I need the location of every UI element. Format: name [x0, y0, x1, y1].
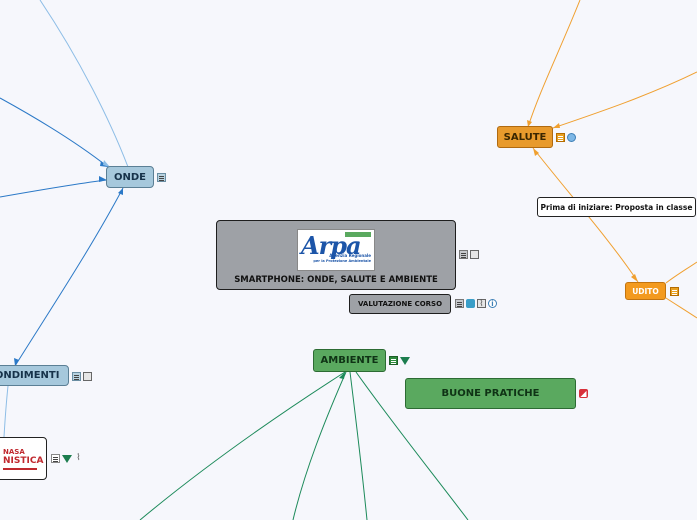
link-onde-left-lower [0, 179, 108, 198]
app-icon[interactable]: ◢ [579, 389, 588, 398]
buone-pratiche-icons: ◢ [579, 389, 588, 398]
arrowhead [527, 120, 532, 127]
arpa-logo: Arpa Agenzia Regionale per la Protezione… [297, 229, 375, 271]
attachment-icon[interactable]: ⌇ [477, 299, 486, 309]
link-ambiente-1 [139, 371, 346, 520]
link-condimenti-logo [3, 385, 9, 438]
note-icon[interactable] [157, 173, 166, 182]
prima-label: Prima di iniziare: Proposta in classe [540, 202, 693, 212]
central-title: SMARTPHONE: ONDE, SALUTE E AMBIENTE [234, 275, 438, 285]
info-icon[interactable]: i [488, 299, 497, 308]
salute-icons [556, 133, 576, 142]
logo-fragment-icons: ⌇ [51, 454, 83, 463]
condimenti-label: CONDIMENTI [0, 370, 60, 381]
arpa-logo-mark [345, 232, 371, 237]
users-icon[interactable] [466, 299, 475, 308]
buone-pratiche-label: BUONE PRATICHE [441, 388, 540, 399]
link-ambiente-3 [349, 371, 368, 520]
condimenti-node[interactable]: CONDIMENTI [0, 365, 69, 386]
central-icons [459, 250, 479, 259]
note-icon[interactable] [670, 287, 679, 296]
ambiente-node[interactable]: AMBIENTE [313, 349, 386, 372]
arrowhead [553, 123, 560, 128]
arrowhead [118, 188, 123, 195]
ambiente-label: AMBIENTE [320, 355, 379, 366]
link-onde-condimenti [14, 187, 124, 367]
link-onde-top [39, 0, 129, 168]
valutazione-label: VALUTAZIONE CORSO [357, 300, 443, 308]
link-onde-left-upper [0, 97, 109, 168]
onde-icons [157, 173, 166, 182]
note-icon[interactable] [72, 372, 81, 381]
link-salute-top [527, 0, 581, 128]
note-icon[interactable] [556, 133, 565, 142]
valutazione-icons: ⌇ i [455, 299, 497, 309]
onde-node[interactable]: ONDE [106, 166, 154, 188]
filter-icon[interactable] [400, 356, 410, 365]
onde-label: ONDE [113, 171, 146, 183]
arrowhead [631, 274, 638, 282]
valutazione-node[interactable]: VALUTAZIONE CORSO [349, 294, 451, 314]
arrowhead [339, 372, 345, 379]
filter-icon[interactable] [62, 454, 72, 463]
logo-fragment-line2: NISTICA [3, 455, 44, 466]
salute-label: SALUTE [503, 131, 547, 143]
arpa-logo-sub1: Agenzia Regionale [329, 253, 371, 258]
link-salute-right [552, 71, 697, 129]
link-udito-right-lower [665, 297, 697, 319]
udito-node[interactable]: UDITO [625, 282, 666, 300]
link-ambiente-2 [292, 371, 347, 520]
prima-node[interactable]: Prima di iniziare: Proposta in classe [537, 197, 696, 217]
arpa-logo-sub2: per la Protezione Ambientale [313, 259, 371, 263]
udito-icons [670, 287, 679, 296]
link-icon[interactable] [83, 372, 92, 381]
link-ambiente-4 [355, 371, 469, 520]
logo-fragment-node[interactable]: NASA NISTICA [0, 437, 47, 480]
arrowhead [99, 176, 107, 182]
note-icon[interactable] [389, 356, 398, 365]
central-node[interactable]: Arpa Agenzia Regionale per la Protezione… [216, 220, 456, 290]
note-icon[interactable] [459, 250, 468, 259]
link-udito-right-upper [665, 261, 697, 284]
arrowhead [103, 160, 110, 167]
arrowhead [14, 358, 19, 366]
link-icon[interactable] [470, 250, 479, 259]
globe-icon[interactable] [567, 133, 576, 142]
arrowhead [533, 148, 539, 156]
note-icon[interactable] [51, 454, 60, 463]
buone-pratiche-node[interactable]: BUONE PRATICHE [405, 378, 576, 409]
logo-fragment-bar [3, 467, 37, 470]
note-icon[interactable] [455, 299, 464, 308]
condimenti-icons [72, 372, 92, 381]
ambiente-icons [389, 356, 410, 365]
salute-node[interactable]: SALUTE [497, 126, 553, 148]
attachment-icon[interactable]: ⌇ [76, 453, 81, 463]
logo-fragment-line1: NASA [3, 447, 25, 456]
udito-label: UDITO [632, 286, 659, 296]
